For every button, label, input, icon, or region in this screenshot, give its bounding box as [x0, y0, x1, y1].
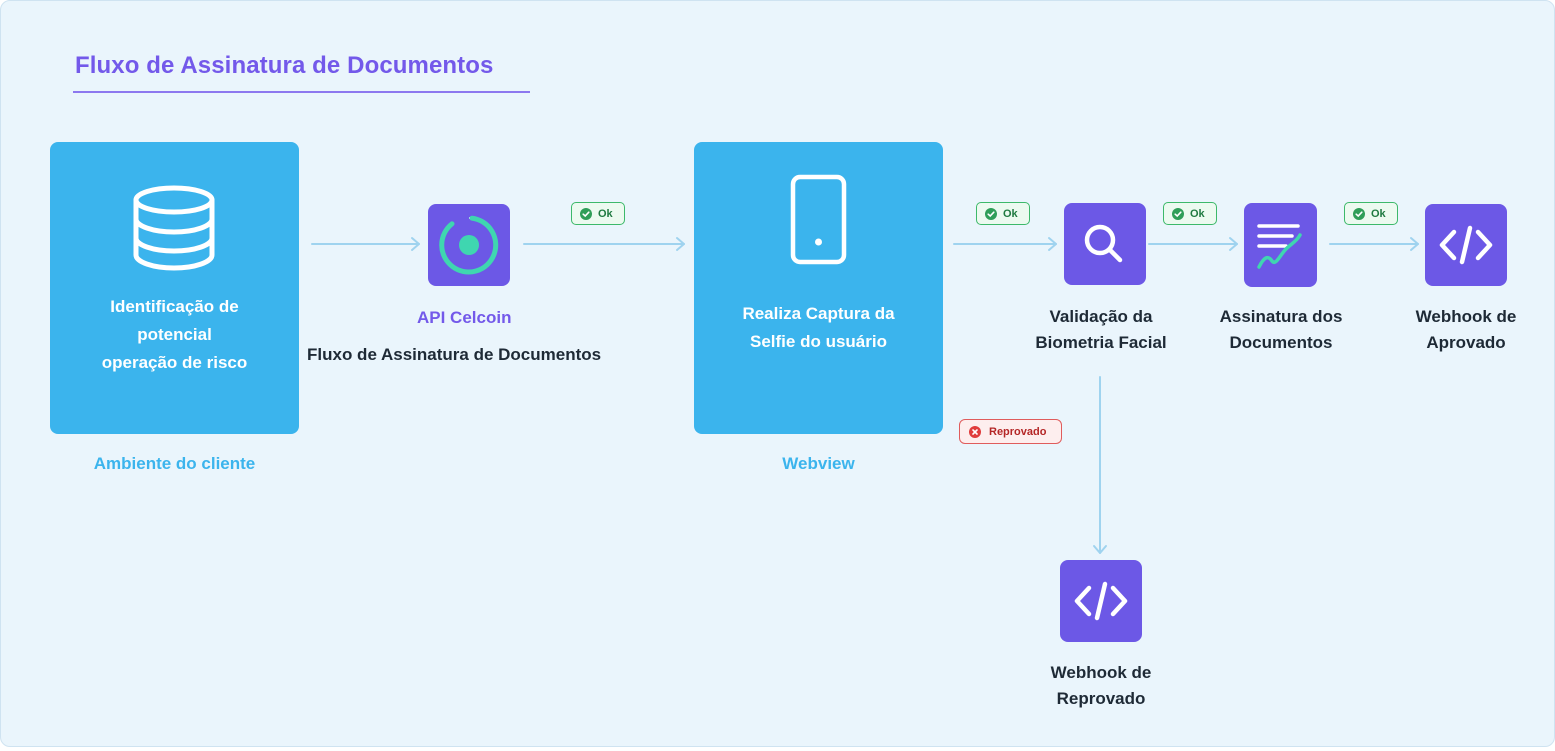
api-name-label: API Celcoin — [417, 308, 512, 327]
rejected-badge-label: Reprovado — [989, 425, 1047, 438]
ok-badge-label: Ok — [1003, 207, 1018, 220]
document-signature-node — [1244, 203, 1317, 287]
celcoin-logo-icon — [439, 215, 499, 275]
api-celcoin-node — [428, 204, 510, 286]
webview-card-label: Realiza Captura da Selfie do usuário — [742, 304, 895, 351]
client-caption: Ambiente do cliente — [93, 454, 256, 473]
client-environment-card: Identificação de potencial operação de r… — [50, 142, 299, 434]
arrow-validation-to-signature — [1148, 237, 1238, 251]
diagram-title: Fluxo de Assinatura de Documentos — [75, 52, 494, 79]
approved-webhook-label: Webhook de Aprovado — [1415, 307, 1517, 352]
check-icon — [1353, 207, 1365, 220]
webview-card: Realiza Captura da Selfie do usuário — [694, 142, 943, 434]
api-subtitle-label: Fluxo de Assinatura de Documentos — [307, 345, 602, 364]
ok-badge-label: Ok — [598, 207, 613, 220]
arrow-signature-to-approved — [1329, 237, 1419, 251]
ok-badge: Ok — [1163, 202, 1217, 225]
signature-icon — [1257, 224, 1302, 269]
title-underline — [73, 91, 530, 93]
webview-caption: Webview — [782, 454, 855, 473]
arrow-client-to-api — [311, 237, 420, 251]
webhook-approved-node — [1425, 204, 1507, 286]
webhook-rejected-node — [1060, 560, 1142, 642]
ok-badge: Ok — [976, 202, 1030, 225]
rejected-webhook-label: Webhook de Reprovado — [1050, 663, 1152, 708]
arrow-api-to-webview — [523, 237, 685, 251]
code-icon — [1074, 581, 1128, 621]
check-icon — [1172, 207, 1184, 220]
ok-badge-label: Ok — [1371, 207, 1386, 220]
x-circle-icon — [969, 425, 981, 438]
ok-badge: Ok — [571, 202, 625, 225]
arrow-webview-to-validation — [953, 237, 1057, 251]
ok-badge-label: Ok — [1190, 207, 1205, 220]
validation-label: Validação da Biometria Facial — [1035, 307, 1167, 352]
database-icon — [133, 185, 215, 271]
search-icon — [1084, 224, 1123, 263]
client-card-label: Identificação de potencial operação de r… — [101, 297, 248, 372]
smartphone-icon — [790, 174, 847, 265]
ok-badge: Ok — [1344, 202, 1398, 225]
code-icon — [1439, 225, 1493, 265]
biometric-validation-node — [1064, 203, 1146, 285]
signature-label: Assinatura dos Documentos — [1219, 307, 1343, 352]
check-icon — [985, 207, 997, 220]
arrow-validation-to-rejected — [1093, 376, 1107, 554]
rejected-badge: Reprovado — [959, 419, 1062, 444]
check-icon — [580, 207, 592, 220]
